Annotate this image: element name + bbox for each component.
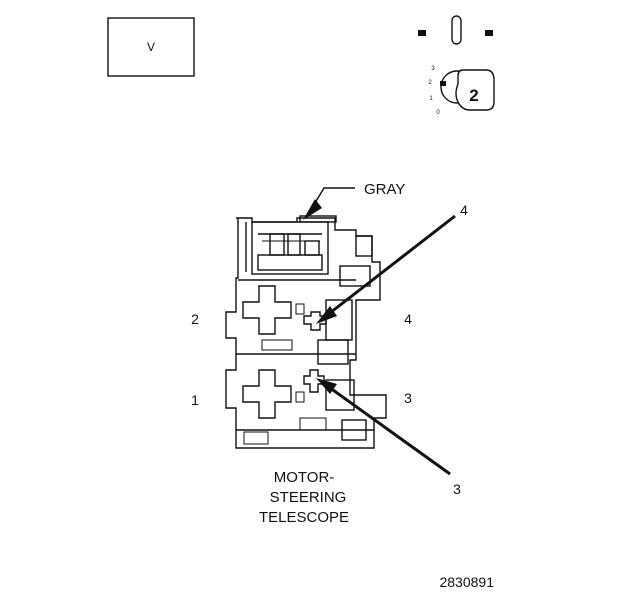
- key-mark-left: [418, 30, 426, 36]
- latch-post-left: [269, 233, 285, 256]
- key-number: 2: [469, 86, 478, 105]
- side-block-c: [317, 339, 349, 365]
- key-pos-1: 1: [429, 96, 433, 102]
- side-block-e: [341, 419, 367, 441]
- gray-callout: GRAY: [303, 181, 405, 220]
- key-pos-2: 2: [428, 80, 432, 86]
- view-label: V: [147, 40, 155, 54]
- side-block-a: [339, 265, 371, 287]
- connector-caption: MOTOR- STEERING TELESCOPE: [259, 469, 349, 526]
- internal-walls: [236, 265, 374, 445]
- latch-post-center: [287, 233, 301, 256]
- callout-bottom-right-number: 3: [453, 481, 461, 497]
- terminal-cavity-2: [242, 285, 292, 335]
- small-pad-b: [295, 391, 305, 403]
- cavity-label-4: 4: [404, 311, 412, 327]
- view-box: [107, 17, 195, 77]
- small-pad-a: [295, 303, 305, 315]
- pointer-line-4: [325, 214, 456, 318]
- gray-label: GRAY: [364, 181, 405, 198]
- caption-line-2: STEERING: [270, 489, 347, 506]
- key-pos-3: 3: [431, 66, 435, 72]
- callout-top-right-number: 4: [460, 202, 468, 218]
- terminal-cavity-4: [303, 311, 327, 331]
- caption-line-1: MOTOR-: [274, 469, 335, 486]
- latch-bar: [299, 215, 337, 223]
- small-pad-d: [299, 417, 327, 431]
- cavity-label-2: 2: [191, 311, 199, 327]
- cavity-label-3: 3: [404, 390, 412, 406]
- key-indicator-mark: [440, 81, 446, 86]
- pointer-arrow-3: [316, 378, 451, 476]
- key-pos-0: 0: [436, 110, 440, 116]
- terminal-cavity-3: [303, 369, 325, 393]
- connector-body: [225, 215, 387, 449]
- key-head-icon: [455, 69, 495, 111]
- figure-number: 2830891: [439, 574, 494, 590]
- small-pad-c: [261, 339, 293, 351]
- pointer-arrowhead-3: [316, 378, 337, 394]
- top-latch-region: [245, 215, 373, 275]
- side-block-d: [325, 379, 355, 411]
- connector-outline: [225, 217, 387, 449]
- small-pad-e: [243, 431, 269, 445]
- key-slot: [451, 15, 462, 45]
- key-position-icon: 3 2 1 0 2: [418, 15, 495, 116]
- latch-post-right: [304, 240, 320, 256]
- cavity-label-1: 1: [191, 392, 199, 408]
- pointer-arrowhead-4: [316, 306, 337, 324]
- pointer-arrow-4: [316, 214, 456, 324]
- gray-arrowhead: [303, 199, 322, 220]
- latch-ear-right: [355, 235, 373, 257]
- caption-line-3: TELESCOPE: [259, 509, 349, 526]
- latch-frame-outer: [251, 221, 329, 275]
- latch-frame-inner: [257, 254, 323, 271]
- key-mark-right: [485, 30, 493, 36]
- pointer-line-3: [325, 383, 451, 476]
- view-indicator: V: [107, 17, 195, 77]
- terminal-cavity-1: [242, 369, 292, 419]
